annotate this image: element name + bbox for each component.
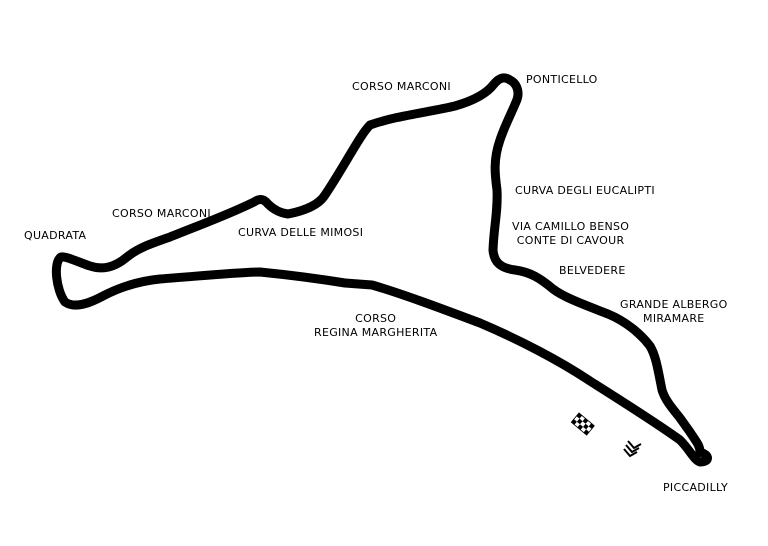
label-corso-marconi-left: CORSO MARCONI <box>112 207 211 220</box>
checkered-flag-icon <box>570 412 595 436</box>
label-ponticello: PONTICELLO <box>526 73 598 86</box>
label-curva-delle-mimosi: CURVA DELLE MIMOSI <box>238 226 364 239</box>
track-outline <box>51 73 712 467</box>
label-piccadilly: PICCADILLY <box>663 481 728 494</box>
label-corso-marconi-top: CORSO MARCONI <box>352 80 451 93</box>
label-quadrata: QUADRATA <box>24 229 87 242</box>
label-curva-degli-eucalipti: CURVA DEGLI EUCALIPTI <box>515 184 655 197</box>
direction-chevrons-icon <box>623 440 642 458</box>
label-via-camillo-benso: VIA CAMILLO BENSO CONTE DI CAVOUR <box>512 220 630 247</box>
label-corso-regina-margherita: CORSO REGINA MARGHERITA <box>314 312 438 339</box>
label-belvedere: BELVEDERE <box>559 264 626 277</box>
label-grande-albergo-miramare: GRANDE ALBERGO MIRAMARE <box>620 298 728 325</box>
